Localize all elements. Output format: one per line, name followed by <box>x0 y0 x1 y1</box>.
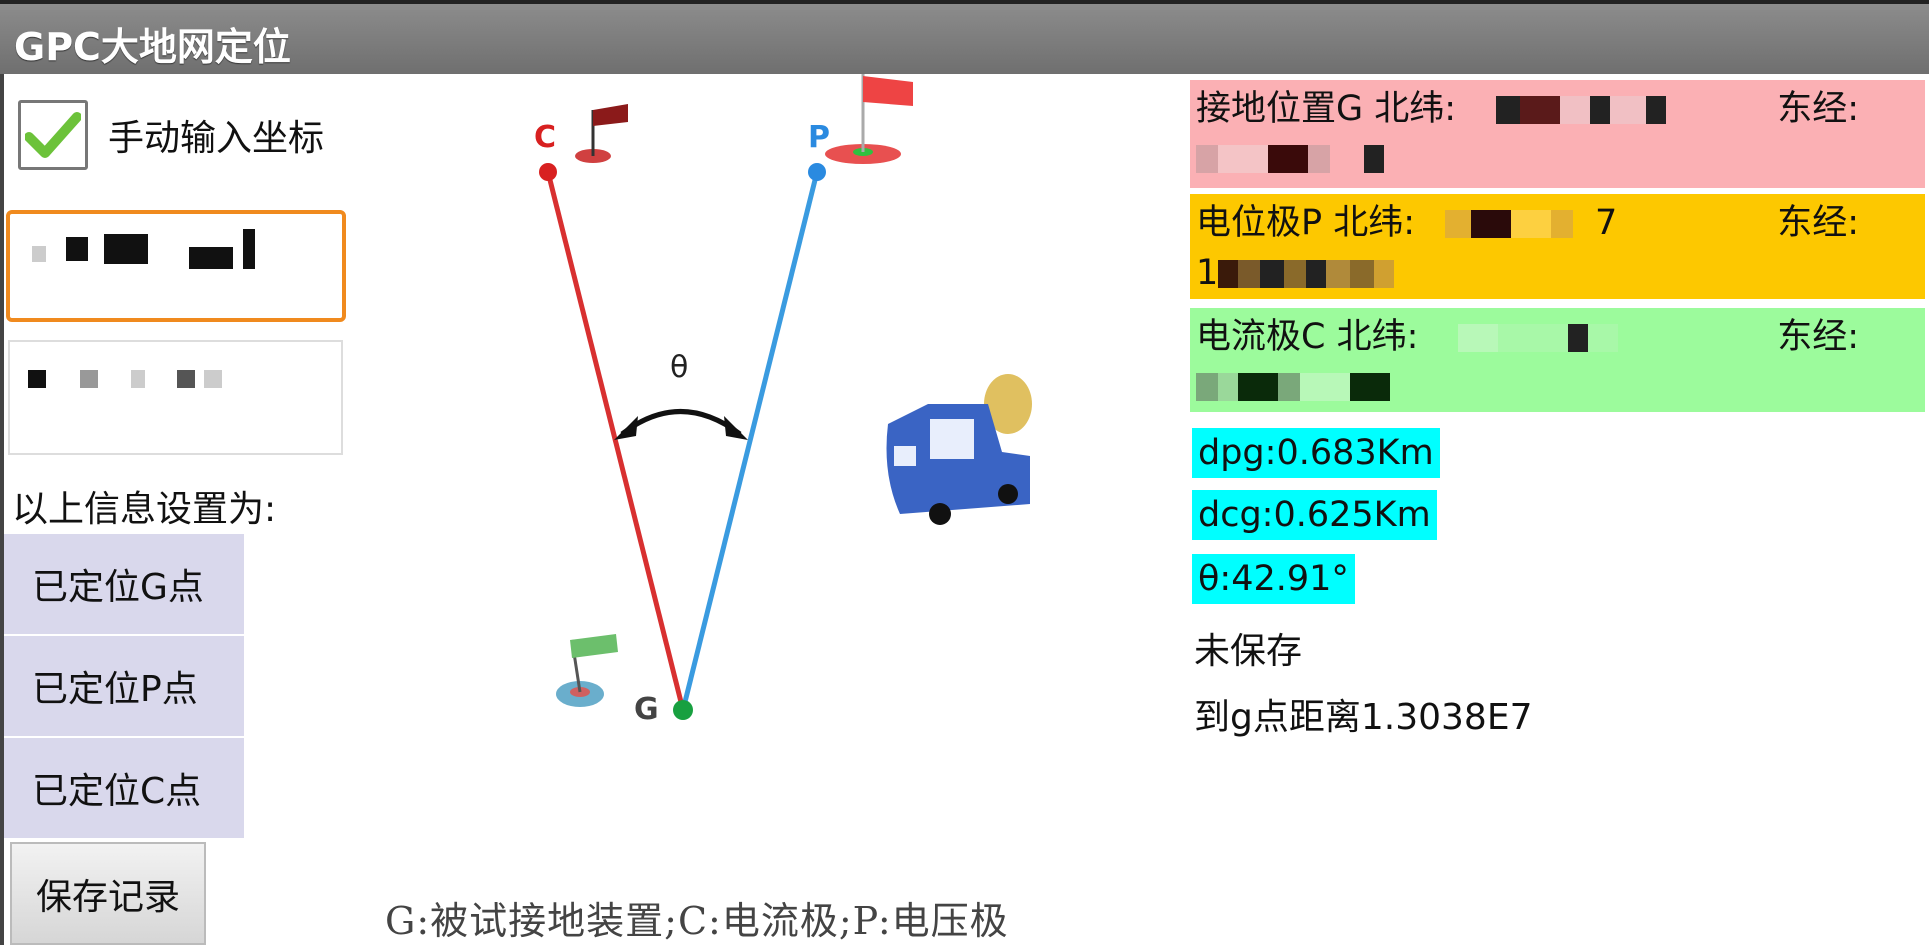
diagram-svg <box>539 74 1032 720</box>
set-as-label: 以上信息设置为: <box>12 489 277 530</box>
latitude-input[interactable] <box>6 210 346 322</box>
c-info-label: 电流极C 北纬: <box>1196 317 1419 357</box>
redacted-text <box>79 369 98 388</box>
redacted-text <box>1196 134 1919 184</box>
title-bar: GPC大地网定位 <box>0 0 1929 74</box>
redacted-text <box>176 369 195 388</box>
dpg-value: dpg:0.683Km <box>1192 428 1440 478</box>
angle-arc <box>620 409 742 437</box>
redacted-text <box>104 234 149 264</box>
longitude-input[interactable] <box>8 340 343 455</box>
located-c-button[interactable]: 已定位C点 <box>4 738 244 838</box>
located-p-button[interactable]: 已定位P点 <box>4 636 244 736</box>
diagram-caption: G:被试接地装置;C:电流极;P:电压极 <box>385 899 1009 943</box>
redacted-text <box>204 369 223 388</box>
g-flag-icon <box>556 634 618 707</box>
dcg-value: dcg:0.625Km <box>1192 490 1437 540</box>
p-info-label: 电位极P 北纬: <box>1196 203 1416 243</box>
redacted-text <box>32 246 46 262</box>
redacted-text <box>66 237 89 261</box>
g-point <box>673 700 693 720</box>
c-point <box>539 163 557 181</box>
p-flag-icon <box>825 74 913 164</box>
redacted-text <box>242 229 255 269</box>
g-info-panel: 接地位置G 北纬: 东经: <box>1190 80 1925 188</box>
p-info-lng-label: 东经: <box>1777 203 1859 243</box>
g-label: G <box>634 692 659 727</box>
g-info-label: 接地位置G 北纬: <box>1196 89 1457 129</box>
grounding-diagram: C P G θ <box>490 74 1210 874</box>
p-point <box>808 163 826 181</box>
check-icon <box>25 112 81 158</box>
c-flag-icon <box>575 104 628 163</box>
app-title: GPC大地网定位 <box>14 25 291 69</box>
p-second-line-prefix: 1 <box>1196 253 1219 293</box>
c-info-lng-label: 东经: <box>1777 317 1859 357</box>
manual-input-label: 手动输入坐标 <box>108 118 325 159</box>
gc-line <box>545 171 686 711</box>
redacted-text <box>1196 362 1919 412</box>
g-info-lng-label: 东经: <box>1777 89 1859 129</box>
redacted-text <box>131 369 146 388</box>
left-edge <box>0 74 4 945</box>
save-status: 未保存 <box>1194 631 1303 672</box>
c-info-panel: 电流极C 北纬: 东经: <box>1190 308 1925 412</box>
redacted-text <box>1445 198 1574 248</box>
redacted-text <box>188 247 233 269</box>
p-label: P <box>808 120 830 155</box>
theta-value: θ:42.91° <box>1192 554 1355 604</box>
vehicle-icon <box>886 374 1032 525</box>
redacted-text <box>1496 84 1667 134</box>
distance-to-g: 到g点距离1.3038E7 <box>1194 697 1533 738</box>
theta-label: θ <box>670 350 689 385</box>
manual-input-row[interactable]: 手动输入坐标 <box>18 100 324 170</box>
redacted-text <box>1218 248 1395 298</box>
p-info-panel: 电位极P 北纬: 7 东经: 1 <box>1190 194 1925 299</box>
located-g-button[interactable]: 已定位G点 <box>4 534 244 634</box>
redacted-text <box>28 369 46 388</box>
c-label: C <box>534 120 557 155</box>
redacted-text <box>1458 312 1619 362</box>
manual-input-checkbox[interactable] <box>18 100 88 170</box>
gp-line <box>680 171 820 711</box>
save-record-button[interactable]: 保存记录 <box>10 842 206 945</box>
p-visible-digit: 7 <box>1595 203 1618 243</box>
